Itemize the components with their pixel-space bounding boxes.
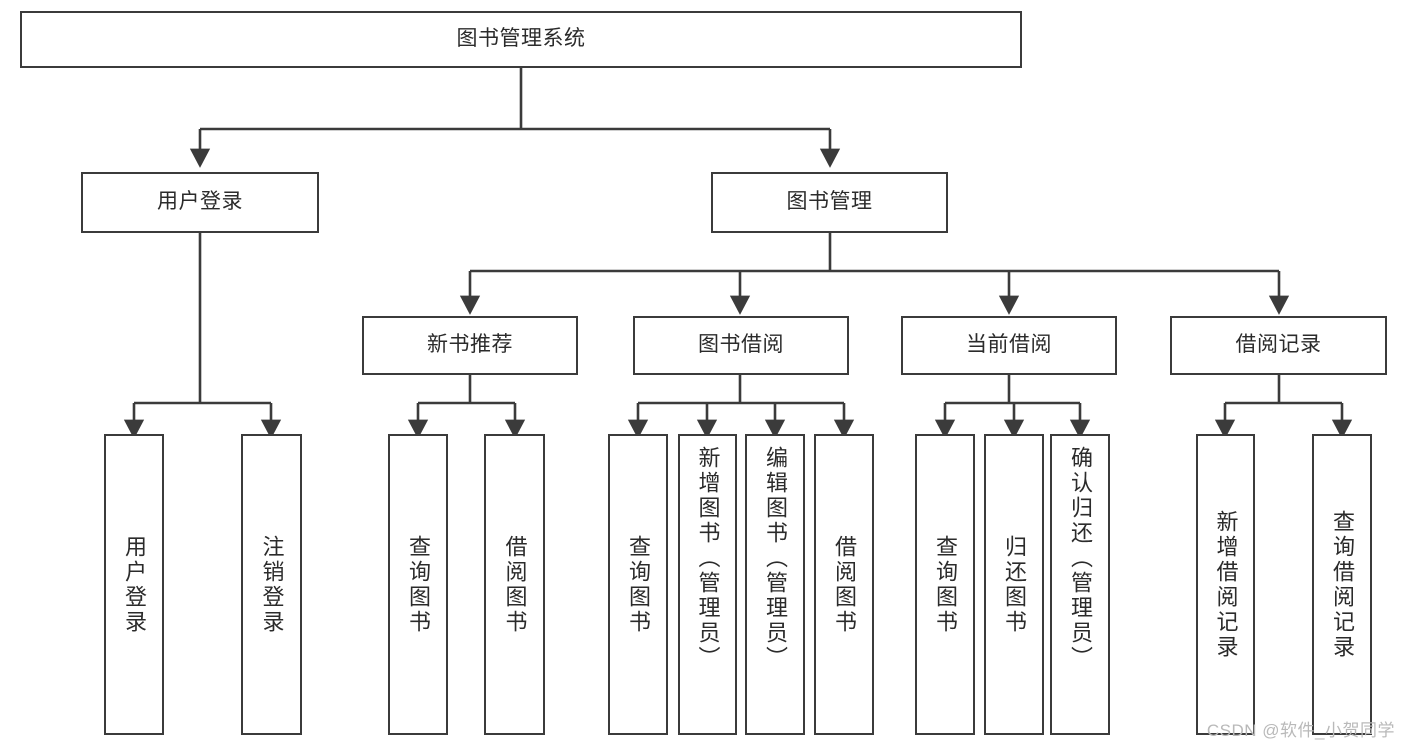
leaf-current-confirm-return-admin[interactable]: 确认归还（管理员）	[1050, 434, 1110, 735]
node-borrow-record[interactable]: 借阅记录	[1170, 316, 1387, 375]
node-label: 图书借阅	[698, 333, 784, 357]
node-label: 借阅记录	[1235, 333, 1322, 357]
node-book-borrow[interactable]: 图书借阅	[633, 316, 849, 375]
leaf-recommend-borrow-book[interactable]: 借阅图书	[484, 434, 545, 735]
node-label: 查询图书	[626, 534, 651, 635]
leaf-record-add-record[interactable]: 新增借阅记录	[1196, 434, 1255, 735]
node-user-login[interactable]: 用户登录	[81, 172, 319, 233]
node-label: 新增图书（管理员）	[695, 446, 721, 671]
node-label: 当前借阅	[966, 333, 1052, 357]
leaf-user-login-logout[interactable]: 注销登录	[241, 434, 302, 735]
node-label: 编辑图书（管理员）	[763, 446, 788, 671]
node-label: 注销登录	[259, 534, 285, 635]
node-label: 借阅图书	[832, 534, 857, 635]
leaf-borrow-query-book[interactable]: 查询图书	[608, 434, 668, 735]
leaf-borrow-edit-book-admin[interactable]: 编辑图书（管理员）	[745, 434, 805, 735]
node-label: 用户登录	[157, 190, 243, 214]
leaf-record-query-record[interactable]: 查询借阅记录	[1312, 434, 1372, 735]
leaf-borrow-add-book-admin[interactable]: 新增图书（管理员）	[678, 434, 737, 735]
leaf-user-login-login[interactable]: 用户登录	[104, 434, 164, 735]
node-label: 确认归还（管理员）	[1068, 446, 1093, 671]
node-label: 用户登录	[122, 534, 147, 635]
node-label: 查询借阅记录	[1330, 509, 1355, 660]
node-root-system[interactable]: 图书管理系统	[20, 11, 1022, 68]
node-label: 归还图书	[1002, 534, 1027, 635]
leaf-recommend-query-book[interactable]: 查询图书	[388, 434, 448, 735]
leaf-current-return-book[interactable]: 归还图书	[984, 434, 1044, 735]
node-current-borrow[interactable]: 当前借阅	[901, 316, 1117, 375]
node-label: 借阅图书	[502, 534, 528, 635]
node-book-management[interactable]: 图书管理	[711, 172, 948, 233]
node-label: 查询图书	[406, 534, 431, 635]
leaf-borrow-borrow-book[interactable]: 借阅图书	[814, 434, 874, 735]
node-label: 新增借阅记录	[1213, 509, 1239, 660]
node-label: 图书管理	[786, 190, 873, 214]
node-label: 查询图书	[933, 534, 958, 635]
node-label: 图书管理系统	[456, 27, 586, 51]
node-label: 新书推荐	[427, 333, 513, 357]
watermark-text: CSDN @软件_小贺同学	[1206, 721, 1395, 740]
node-new-book-recommend[interactable]: 新书推荐	[362, 316, 578, 375]
leaf-current-query-book[interactable]: 查询图书	[915, 434, 975, 735]
